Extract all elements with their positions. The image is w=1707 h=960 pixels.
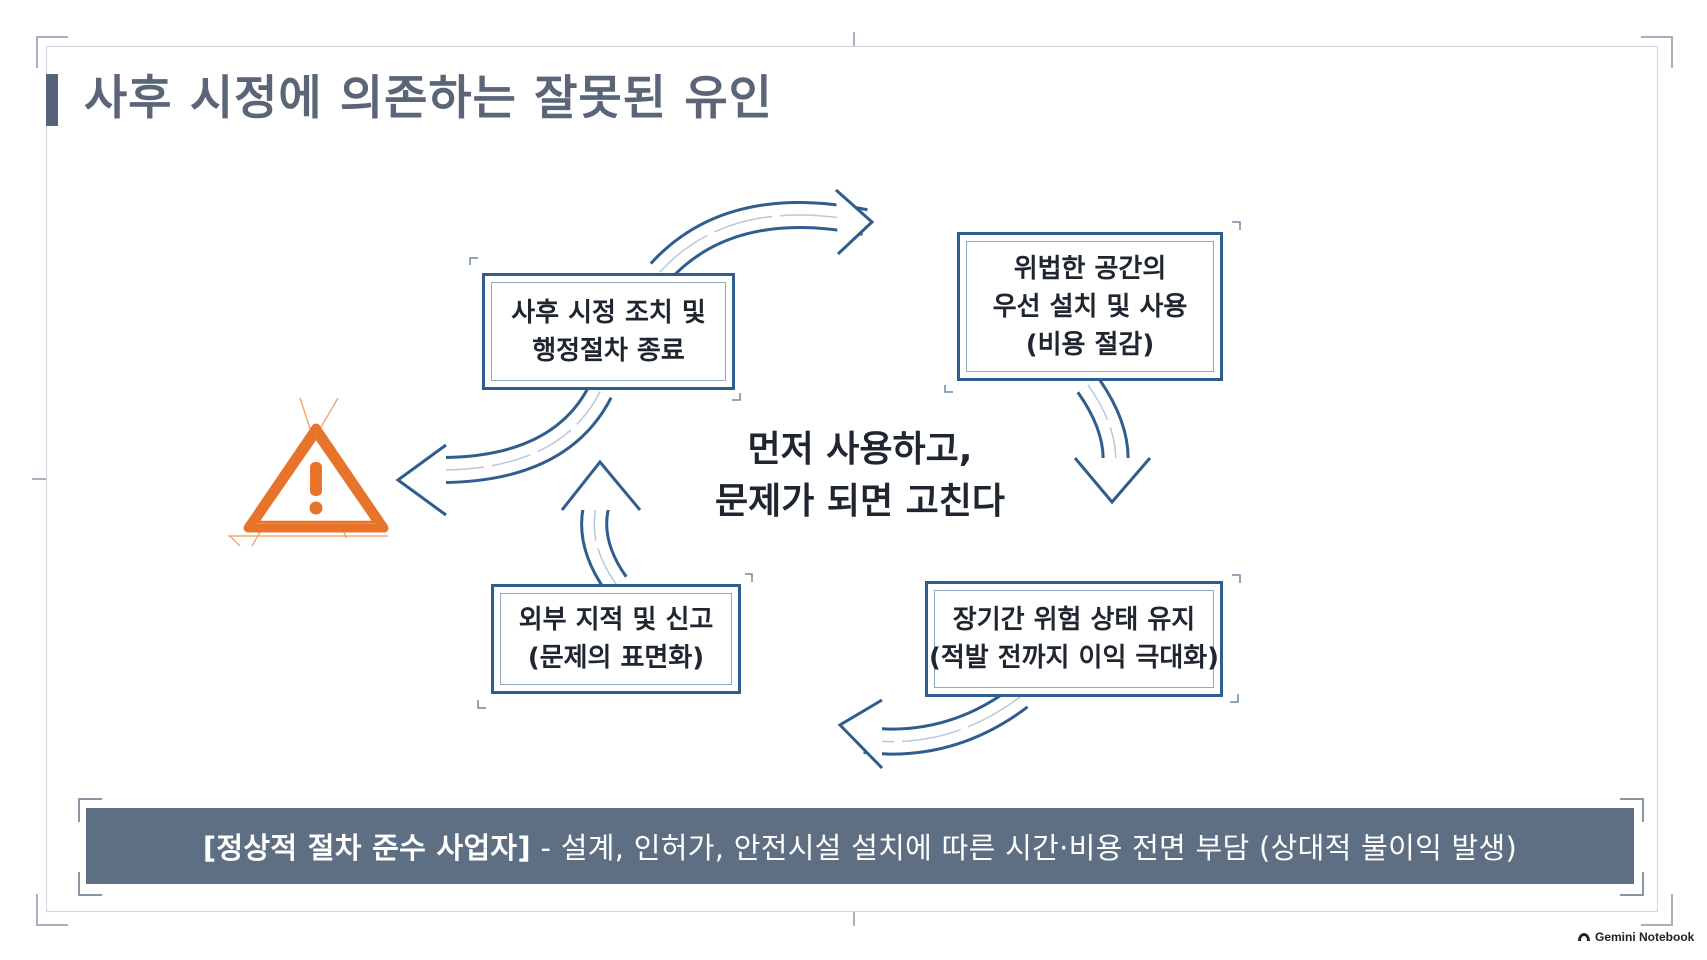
- banner-text: [정상적 절차 준수 사업자] - 설계, 인허가, 안전시설 설치에 따른 시…: [203, 825, 1517, 867]
- frame-corner-top-right: [1641, 36, 1673, 68]
- banner-corner: [78, 798, 102, 822]
- banner-body: - 설계, 인허가, 안전시설 설치에 따른 시간·비용 전면 부담 (상대적 …: [530, 831, 1518, 865]
- step-box-external-report: 외부 지적 및 신고 (문제의 표면화): [491, 584, 741, 694]
- title-accent-bar: [46, 74, 58, 126]
- banner-corner: [1620, 872, 1644, 896]
- frame-tick-bottom: [853, 912, 855, 926]
- cycle-arrows: [395, 188, 1152, 770]
- frame-corner-bottom-left: [36, 894, 68, 926]
- banner-highlight: [정상적 절차 준수 사업자]: [202, 831, 531, 865]
- frame-tick-top: [853, 32, 855, 46]
- banner-corner: [1620, 798, 1644, 822]
- step-box-illegal-space: 위법한 공간의 우선 설치 및 사용 (비용 절감): [957, 232, 1223, 381]
- watermark-text: Gemini Notebook: [1595, 930, 1695, 944]
- step-label: 사후 시정 조치 및 행정절차 종료: [511, 297, 706, 366]
- frame-tick-left: [32, 478, 46, 480]
- banner-corner: [78, 872, 102, 896]
- step-box-post-correction: 사후 시정 조치 및 행정절차 종료: [482, 273, 735, 390]
- box-guides: [469, 221, 1241, 709]
- frame-corner-top-left: [36, 36, 68, 68]
- step-box-long-term-risk: 장기간 위험 상태 유지 (적발 전까지 이익 극대화): [925, 581, 1223, 697]
- slide-frame: [46, 46, 1658, 912]
- step-label: 외부 지적 및 신고 (문제의 표면화): [518, 605, 714, 673]
- frame-corner-bottom-right: [1641, 894, 1673, 926]
- gemini-notebook-logo-icon: [1578, 933, 1590, 941]
- cycle-center-text: 먼저 사용하고, 문제가 되면 고친다: [714, 429, 1006, 522]
- page-title: 사후 시정에 의존하는 잘못된 유인: [84, 71, 773, 126]
- warning-icon: [228, 397, 389, 547]
- watermark: Gemini Notebook: [1577, 930, 1694, 944]
- step-label: 위법한 공간의 우선 설치 및 사용 (비용 절감): [992, 253, 1188, 360]
- step-label: 장기간 위험 상태 유지 (적발 전까지 이익 극대화): [928, 605, 1220, 673]
- footer-banner: [정상적 절차 준수 사업자] - 설계, 인허가, 안전시설 설치에 따른 시…: [86, 808, 1634, 884]
